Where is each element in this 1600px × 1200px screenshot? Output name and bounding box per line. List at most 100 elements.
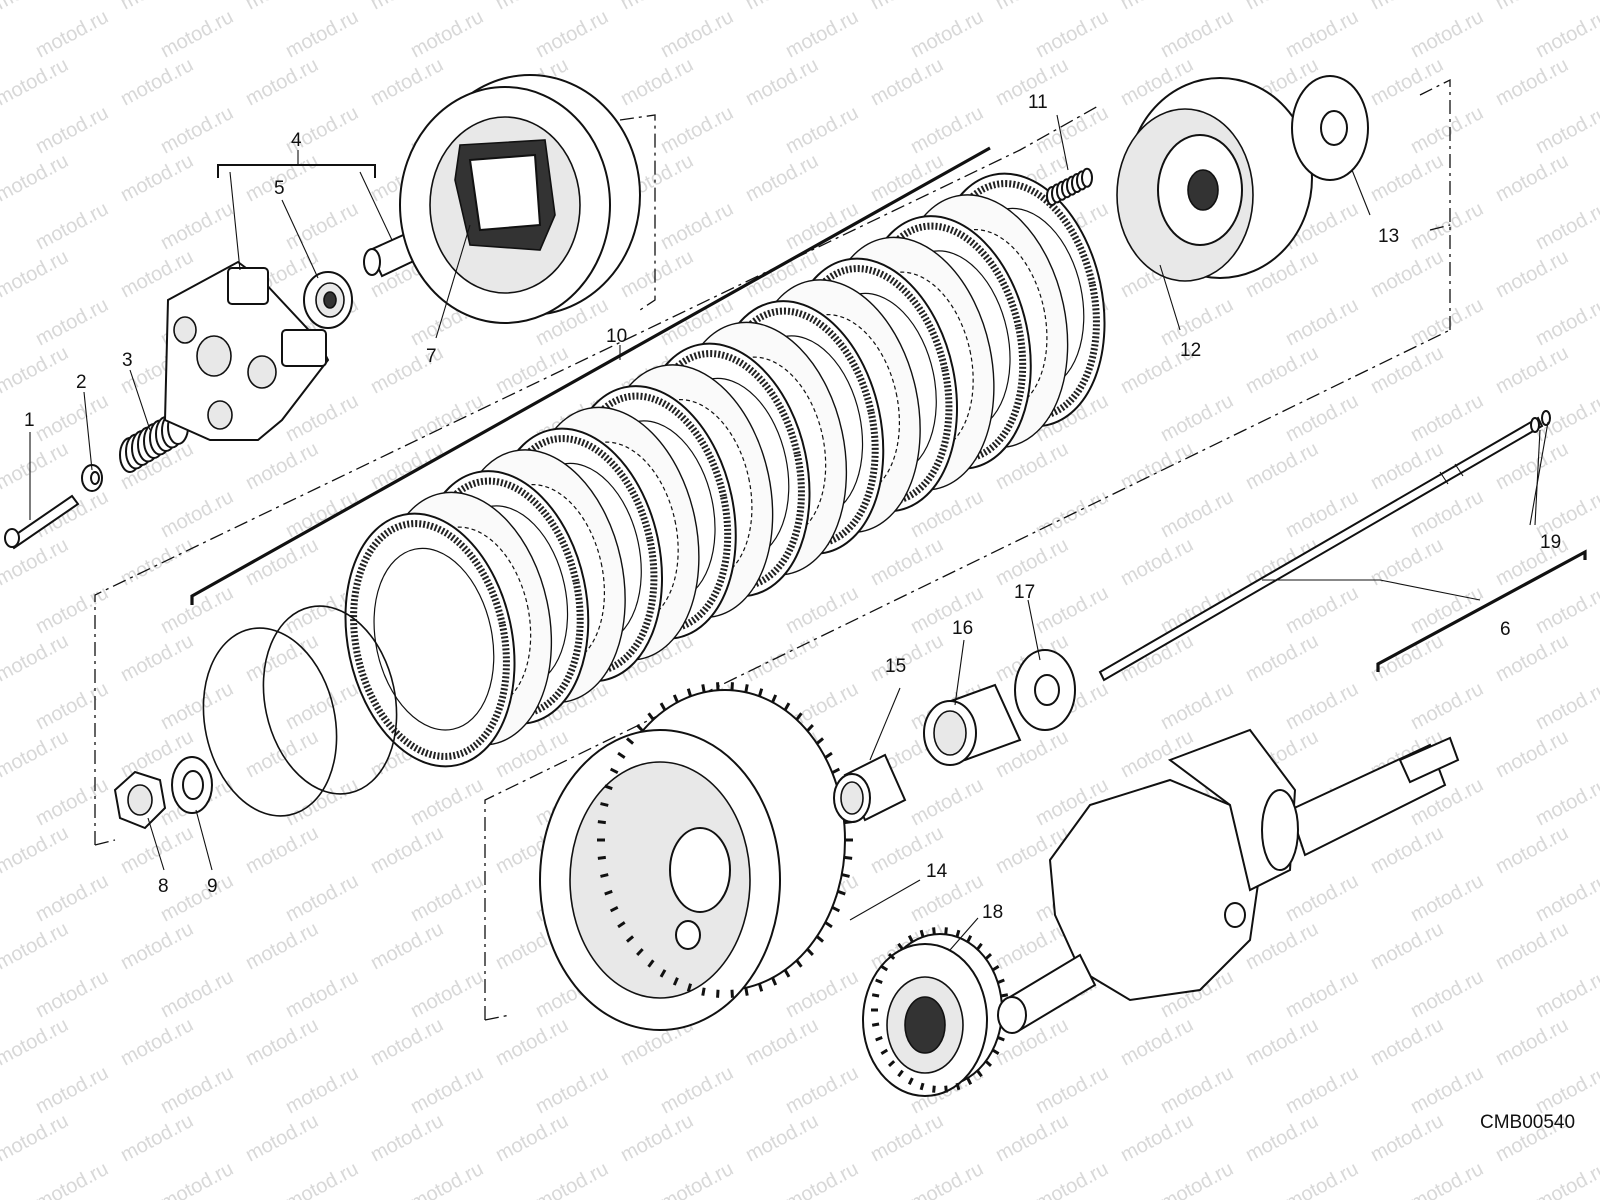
watermark-text: motod.ru: [117, 822, 197, 878]
watermark-text: motod.ru: [157, 870, 237, 926]
gear-tooth: [897, 942, 904, 951]
watermark-text: motod.ru: [1032, 1062, 1112, 1118]
watermark-text: motod.ru: [157, 102, 237, 158]
watermark-text: motod.ru: [32, 1158, 112, 1200]
callout-16: 16: [952, 618, 973, 639]
watermark-text: motod.ru: [1407, 966, 1487, 1022]
watermark-text: motod.ru: [617, 0, 697, 14]
watermark-text: motod.ru: [1157, 390, 1237, 446]
watermark-text: motod.ru: [367, 918, 447, 974]
callout-1: 1: [24, 410, 35, 431]
gear-tooth: [991, 1048, 1000, 1055]
gear-tooth: [597, 855, 606, 860]
gear-tooth: [966, 935, 973, 943]
gear-tooth: [600, 802, 609, 807]
gear-tooth: [659, 969, 667, 978]
plate-inner-edge: [373, 547, 495, 731]
watermark-text: motod.ru: [1532, 1062, 1600, 1118]
watermark-text: motod.ru: [742, 0, 822, 14]
watermark-text: motod.ru: [1282, 6, 1362, 62]
watermark-text: motod.ru: [0, 438, 72, 494]
watermark-text: motod.ru: [407, 870, 487, 926]
watermark-text: motod.ru: [282, 870, 362, 926]
watermark-text: motod.ru: [907, 1158, 987, 1200]
watermark-text: motod.ru: [1367, 630, 1447, 686]
watermark-text: motod.ru: [867, 54, 947, 110]
gear-tooth: [1000, 993, 1009, 998]
watermark-text: motod.ru: [867, 534, 947, 590]
watermark-text: motod.ru: [0, 1014, 72, 1070]
gear-tooth: [604, 889, 613, 896]
watermark-text: motod.ru: [32, 198, 112, 254]
gear-tooth: [887, 952, 896, 960]
watermark-text: motod.ru: [367, 1110, 447, 1166]
watermark-text: motod.ru: [782, 582, 862, 638]
watermark-text: motod.ru: [367, 438, 447, 494]
drawing-code: CMB00540: [1480, 1112, 1575, 1133]
gear-tooth: [604, 784, 613, 791]
callout-6: 6: [1500, 619, 1511, 640]
watermark-text: motod.ru: [867, 630, 947, 686]
watermark-text: motod.ru: [282, 486, 362, 542]
watermark-text: motod.ru: [242, 438, 322, 494]
spring-coil: [1081, 167, 1093, 188]
callout-17: 17: [1014, 582, 1035, 603]
watermark-text: motod.ru: [117, 534, 197, 590]
watermark-text: motod.ru: [407, 774, 487, 830]
part-4-pressure-plate: [163, 260, 330, 441]
gear-tooth: [795, 712, 803, 721]
part-10-clutch-plates: [344, 172, 1106, 768]
watermark-text: motod.ru: [157, 1062, 237, 1118]
watermark-text: motod.ru: [532, 1158, 612, 1200]
watermark-text: motod.ru: [532, 1062, 612, 1118]
watermark-text: motod.ru: [1282, 582, 1362, 638]
gear-tooth: [672, 694, 679, 703]
watermark-text: motod.ru: [242, 918, 322, 974]
leader-lines: [29, 114, 1587, 951]
watermark-text: motod.ru: [117, 150, 197, 206]
watermark-text: motod.ru: [1532, 102, 1600, 158]
watermark-text: motod.ru: [0, 630, 72, 686]
watermark-text: motod.ru: [1157, 1158, 1237, 1200]
part-1-bolt: [4, 494, 80, 550]
watermark-text: motod.ru: [117, 0, 197, 14]
gear-tooth: [686, 688, 693, 697]
gear-tooth: [932, 927, 936, 935]
callout-4: 4: [291, 130, 302, 151]
watermark-text: motod.ru: [1367, 534, 1447, 590]
watermark-text: motod.ru: [1282, 870, 1362, 926]
gear-tooth: [955, 929, 961, 938]
watermark-text: motod.ru: [1242, 918, 1322, 974]
watermark-text: motod.ru: [1407, 1158, 1487, 1200]
watermark-text: motod.ru: [1407, 870, 1487, 926]
watermark-text: motod.ru: [1157, 1062, 1237, 1118]
watermark-text: motod.ru: [867, 0, 947, 14]
gear-tooth: [844, 855, 853, 860]
watermark-text: motod.ru: [32, 390, 112, 446]
gear-tooth: [919, 1082, 925, 1091]
watermark-text: motod.ru: [1367, 150, 1447, 206]
watermark-text: motod.ru: [282, 774, 362, 830]
watermark-text: motod.ru: [32, 678, 112, 734]
watermark-text: motod.ru: [782, 102, 862, 158]
callout-8: 8: [158, 876, 169, 897]
watermark-text: motod.ru: [1367, 822, 1447, 878]
gear-tooth: [997, 1036, 1005, 1042]
gear-tooth: [875, 978, 883, 984]
watermark-text: motod.ru: [1407, 102, 1487, 158]
watermark-text: motod.ru: [1157, 678, 1237, 734]
watermark-text: motod.ru: [782, 1158, 862, 1200]
gear-tooth: [991, 965, 1000, 972]
watermark-text: motod.ru: [992, 0, 1072, 14]
gear-tooth: [600, 873, 609, 878]
watermark-text: motod.ru: [1532, 294, 1600, 350]
part-3-spring: [119, 409, 189, 473]
part-19-washers: [1530, 410, 1551, 433]
watermark-text: motod.ru: [1367, 918, 1447, 974]
watermark-text: motod.ru: [1532, 582, 1600, 638]
watermark-text: motod.ru: [367, 822, 447, 878]
gear-tooth: [659, 702, 667, 711]
watermark-text: motod.ru: [657, 1062, 737, 1118]
gear-tooth: [783, 702, 791, 711]
watermark-text: motod.ru: [657, 198, 737, 254]
